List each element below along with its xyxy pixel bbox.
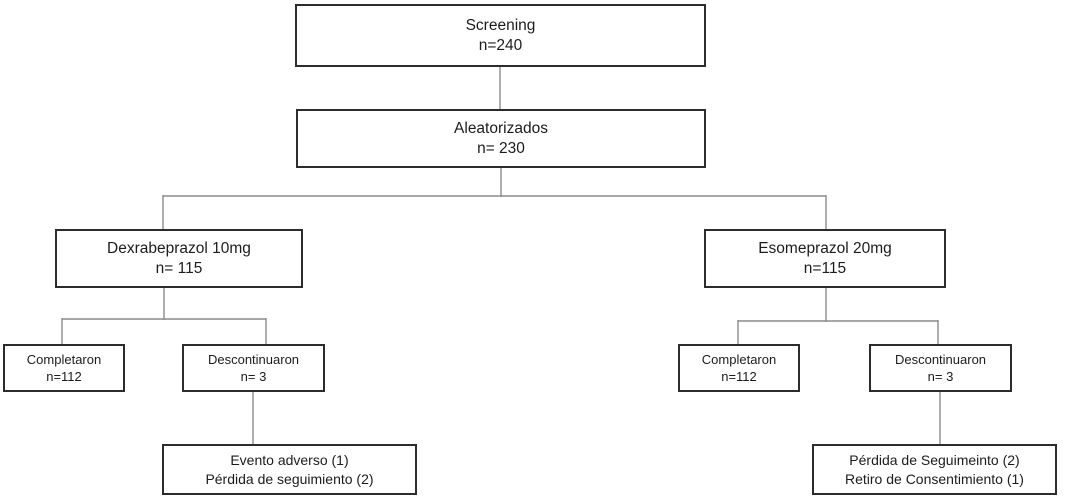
screening-label: Screening (465, 16, 536, 34)
arm-dexrabeprazol-count: n= 115 (155, 259, 203, 277)
dexrabeprazol-discontinued-label: Descontinuaron (207, 352, 300, 367)
esomeprazol-completed-box: Completaron n=112 (678, 344, 800, 392)
screening-box: Screening n=240 (295, 4, 706, 67)
dexrabeprazol-reason-1: Evento adverso (1) (230, 451, 349, 468)
esomeprazol-reason-1: Pérdida de Seguimeinto (2) (849, 451, 1020, 468)
esomeprazol-discontinued-count: n= 3 (927, 369, 954, 384)
arm-esomeprazol-count: n=115 (803, 259, 847, 277)
dexrabeprazol-reason-2: Pérdida de seguimiento (2) (205, 470, 374, 487)
esomeprazol-discontinued-box: Descontinuaron n= 3 (869, 344, 1012, 392)
randomized-count: n= 230 (477, 139, 525, 157)
dexrabeprazol-completed-box: Completaron n=112 (3, 344, 125, 392)
esomeprazol-completed-label: Completaron (701, 352, 777, 367)
esomeprazol-completed-count: n=112 (721, 369, 757, 384)
arm-dexrabeprazol-label: Dexrabeprazol 10mg (107, 239, 251, 257)
arm-dexrabeprazol-box: Dexrabeprazol 10mg n= 115 (55, 229, 303, 288)
esomeprazol-discontinuation-reasons-box: Pérdida de Seguimeinto (2) Retiro de Con… (812, 444, 1057, 495)
dexrabeprazol-completed-count: n=112 (46, 369, 82, 384)
screening-count: n=240 (478, 36, 523, 54)
dexrabeprazol-discontinued-count: n= 3 (240, 369, 267, 384)
dexrabeprazol-discontinuation-reasons-box: Evento adverso (1) Pérdida de seguimient… (162, 444, 417, 495)
randomized-box: Aleatorizados n= 230 (296, 109, 706, 168)
esomeprazol-reason-2: Retiro de Consentimiento (1) (845, 470, 1024, 487)
dexrabeprazol-completed-label: Completaron (26, 352, 102, 367)
arm-esomeprazol-box: Esomeprazol 20mg n=115 (704, 229, 946, 288)
esomeprazol-discontinued-label: Descontinuaron (894, 352, 987, 367)
dexrabeprazol-discontinued-box: Descontinuaron n= 3 (182, 344, 325, 392)
randomized-label: Aleatorizados (454, 119, 548, 137)
arm-esomeprazol-label: Esomeprazol 20mg (758, 239, 892, 257)
